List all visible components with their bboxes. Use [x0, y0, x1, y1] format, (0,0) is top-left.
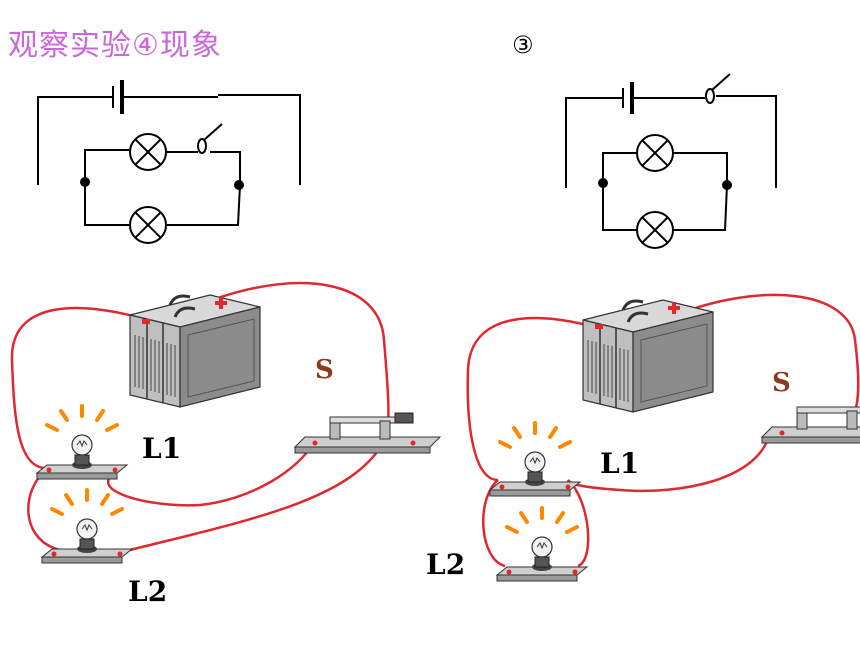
junction-dot	[598, 178, 608, 188]
wires-right	[466, 293, 860, 568]
switch-board	[761, 402, 860, 444]
bulb-l2-label-right: L2	[426, 548, 466, 581]
bulb-board-l1	[489, 451, 581, 497]
bulb-l2-label-left: L2	[128, 575, 168, 608]
schematic-left	[37, 80, 301, 226]
battery	[581, 298, 715, 414]
lamp-symbol	[129, 206, 167, 244]
bulb-glow	[505, 506, 579, 534]
switch-board	[294, 412, 441, 454]
lamp-symbol	[129, 133, 167, 171]
bulb-board-l2	[41, 518, 133, 564]
bulb-glow	[498, 421, 572, 449]
battery	[128, 293, 262, 409]
bulb-board-l1	[36, 434, 128, 480]
lamp-symbol	[636, 134, 674, 172]
circuit-number-label: ③	[512, 31, 534, 59]
switch-label-right: S	[772, 368, 791, 398]
bulb-l1-label-right: L1	[600, 447, 640, 480]
junction-dot	[234, 180, 244, 190]
bulb-glow	[45, 404, 119, 432]
lamp-symbol	[636, 211, 674, 249]
bulb-glow	[50, 488, 124, 516]
junction-dot	[80, 177, 90, 187]
schematic-right	[565, 73, 777, 231]
switch-label-left: S	[315, 355, 334, 385]
bulb-l1-label-left: L1	[142, 432, 182, 465]
page-title: 观察实验④现象	[8, 28, 222, 63]
junction-dot	[722, 180, 732, 190]
bulb-board-l2	[496, 536, 588, 582]
